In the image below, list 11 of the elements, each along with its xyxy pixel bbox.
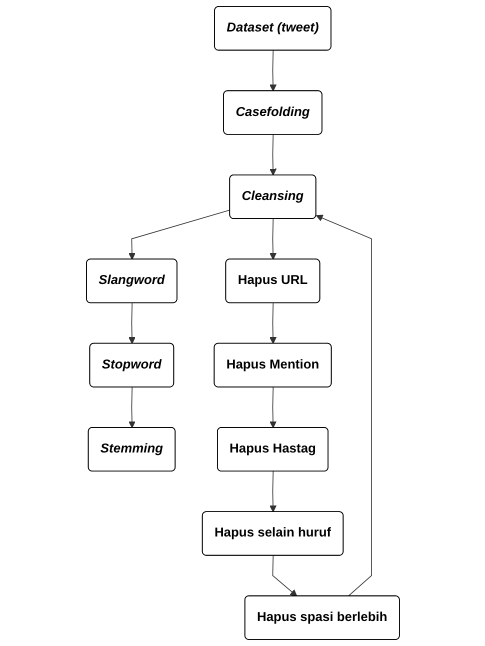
arrow <box>269 50 276 92</box>
arrow <box>269 218 276 260</box>
arrow <box>269 471 276 512</box>
arrow <box>128 386 136 428</box>
arrow <box>269 386 276 428</box>
arrow <box>269 134 276 176</box>
arrow <box>128 302 136 344</box>
arrow <box>128 210 230 260</box>
arrow <box>269 302 276 344</box>
arrow <box>272 555 297 597</box>
arrow <box>315 214 372 597</box>
